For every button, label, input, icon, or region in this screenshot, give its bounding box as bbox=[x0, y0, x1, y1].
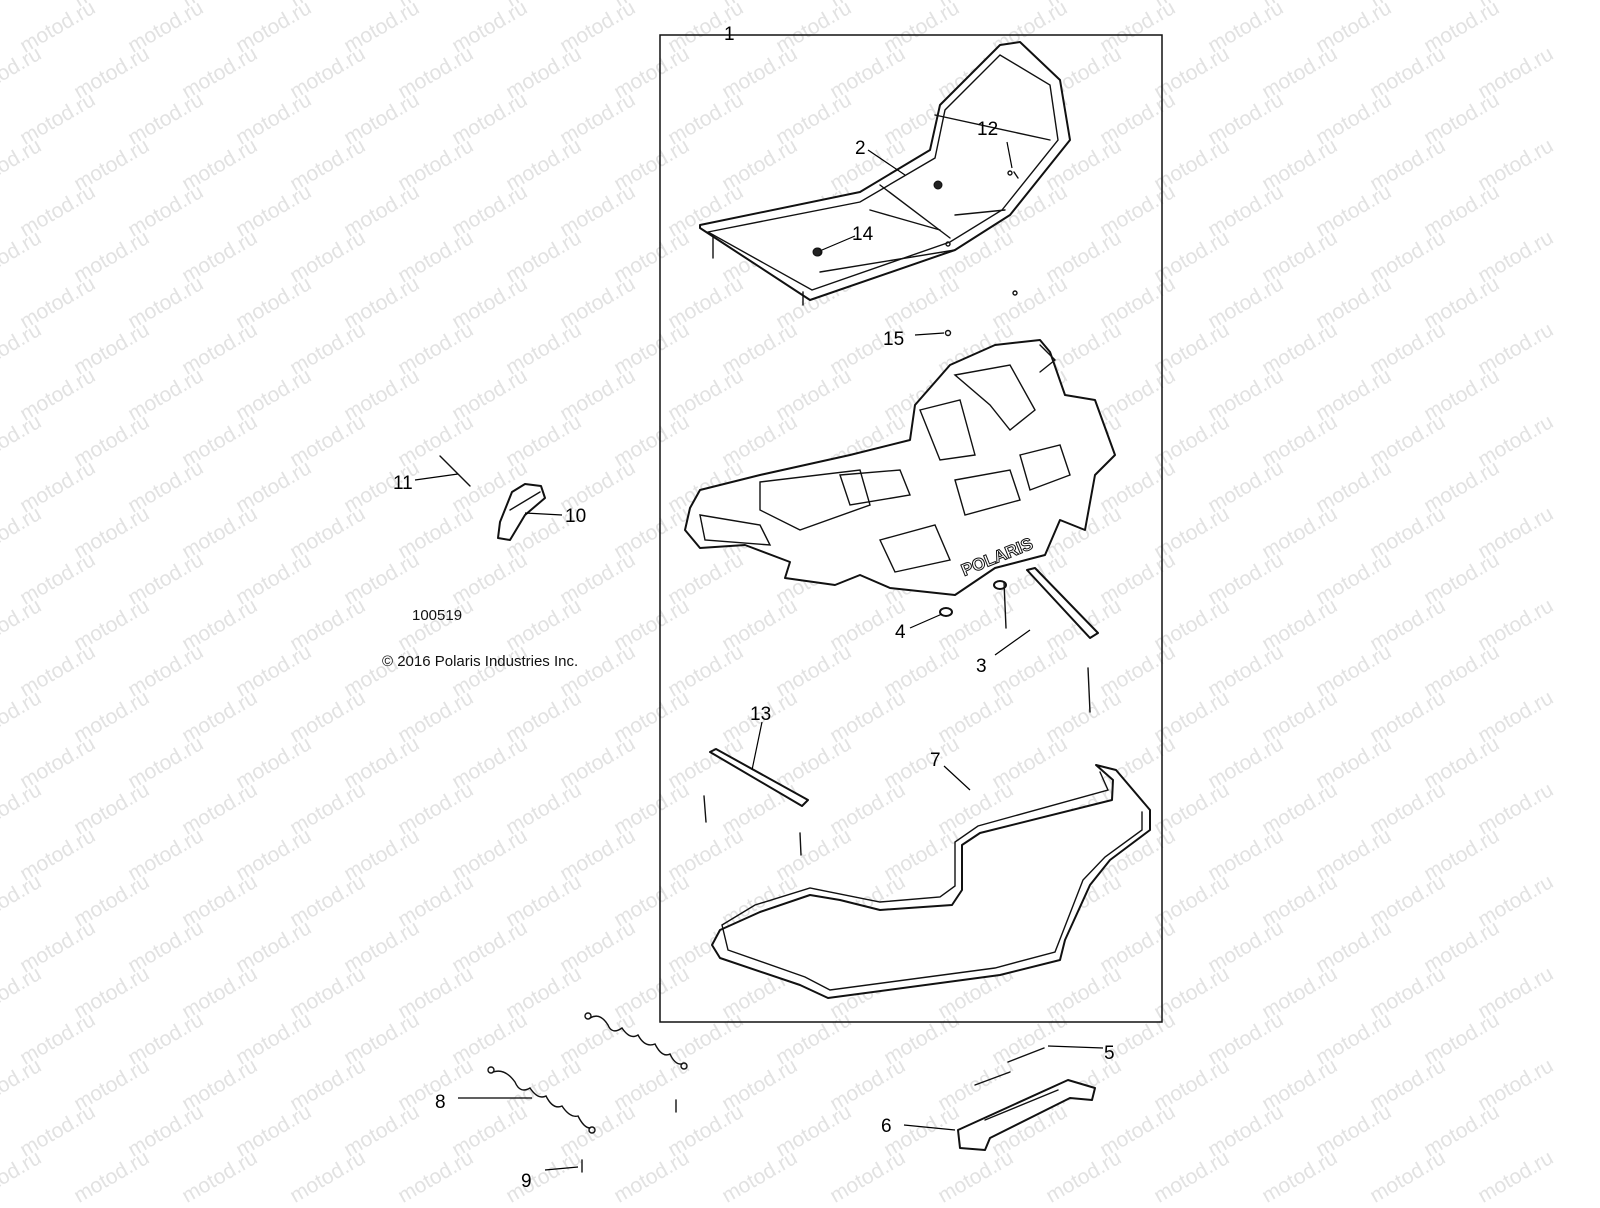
fastener-15 bbox=[944, 329, 952, 337]
nut-4b bbox=[993, 580, 1007, 590]
nut-4 bbox=[939, 607, 953, 617]
drawing-number: 100519 bbox=[412, 607, 463, 624]
callout-9: 9 bbox=[521, 1171, 532, 1192]
callout-7: 7 bbox=[930, 750, 941, 771]
rack-cover: POLARIS bbox=[684, 339, 1116, 596]
callout-8: 8 bbox=[435, 1092, 446, 1113]
bracket-6 bbox=[957, 1079, 1096, 1151]
callout-14: 14 bbox=[852, 224, 874, 245]
callout-2: 2 bbox=[855, 138, 866, 159]
assembly-frame bbox=[659, 34, 1163, 1023]
leader-lines bbox=[414, 141, 1104, 1171]
callout-10: 10 bbox=[565, 506, 586, 527]
pin-5-b bbox=[974, 1071, 1011, 1086]
callout-11: 11 bbox=[393, 473, 413, 494]
pin-3 bbox=[1003, 567, 1099, 713]
callout-12: 12 bbox=[977, 119, 998, 140]
callout-4: 4 bbox=[895, 622, 906, 643]
pin-5-a bbox=[1007, 1047, 1045, 1063]
spring-8-b bbox=[487, 1066, 596, 1134]
pin-11 bbox=[439, 455, 471, 487]
callout-15: 15 bbox=[883, 329, 904, 350]
callout-6: 6 bbox=[881, 1116, 892, 1137]
copyright: © 2016 Polaris Industries Inc. bbox=[382, 653, 579, 670]
latch-10 bbox=[497, 483, 546, 541]
callout-13: 13 bbox=[750, 704, 771, 725]
callout-3: 3 bbox=[976, 656, 987, 677]
callout-5: 5 bbox=[1104, 1043, 1115, 1064]
bolt-14 bbox=[812, 247, 822, 257]
spring-8-a bbox=[584, 1012, 688, 1070]
seal-7 bbox=[711, 764, 1151, 999]
callout-1: 1 bbox=[724, 24, 735, 45]
screw-12 bbox=[1013, 171, 1019, 179]
shaft-13 bbox=[703, 748, 809, 856]
